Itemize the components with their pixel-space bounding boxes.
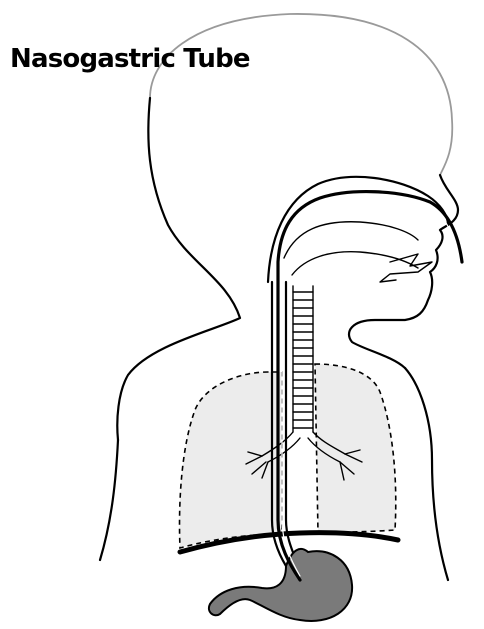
torso-right bbox=[405, 368, 448, 580]
right-lung bbox=[315, 364, 396, 533]
trachea bbox=[293, 286, 313, 432]
tongue bbox=[292, 252, 418, 275]
diagram-title: Nasogastric Tube bbox=[10, 44, 250, 74]
face-profile bbox=[349, 175, 458, 368]
head-outline bbox=[150, 14, 452, 175]
torso-left bbox=[100, 440, 118, 560]
left-lung bbox=[180, 372, 282, 548]
palate bbox=[284, 222, 418, 258]
stomach bbox=[209, 549, 352, 621]
lips bbox=[380, 254, 432, 282]
